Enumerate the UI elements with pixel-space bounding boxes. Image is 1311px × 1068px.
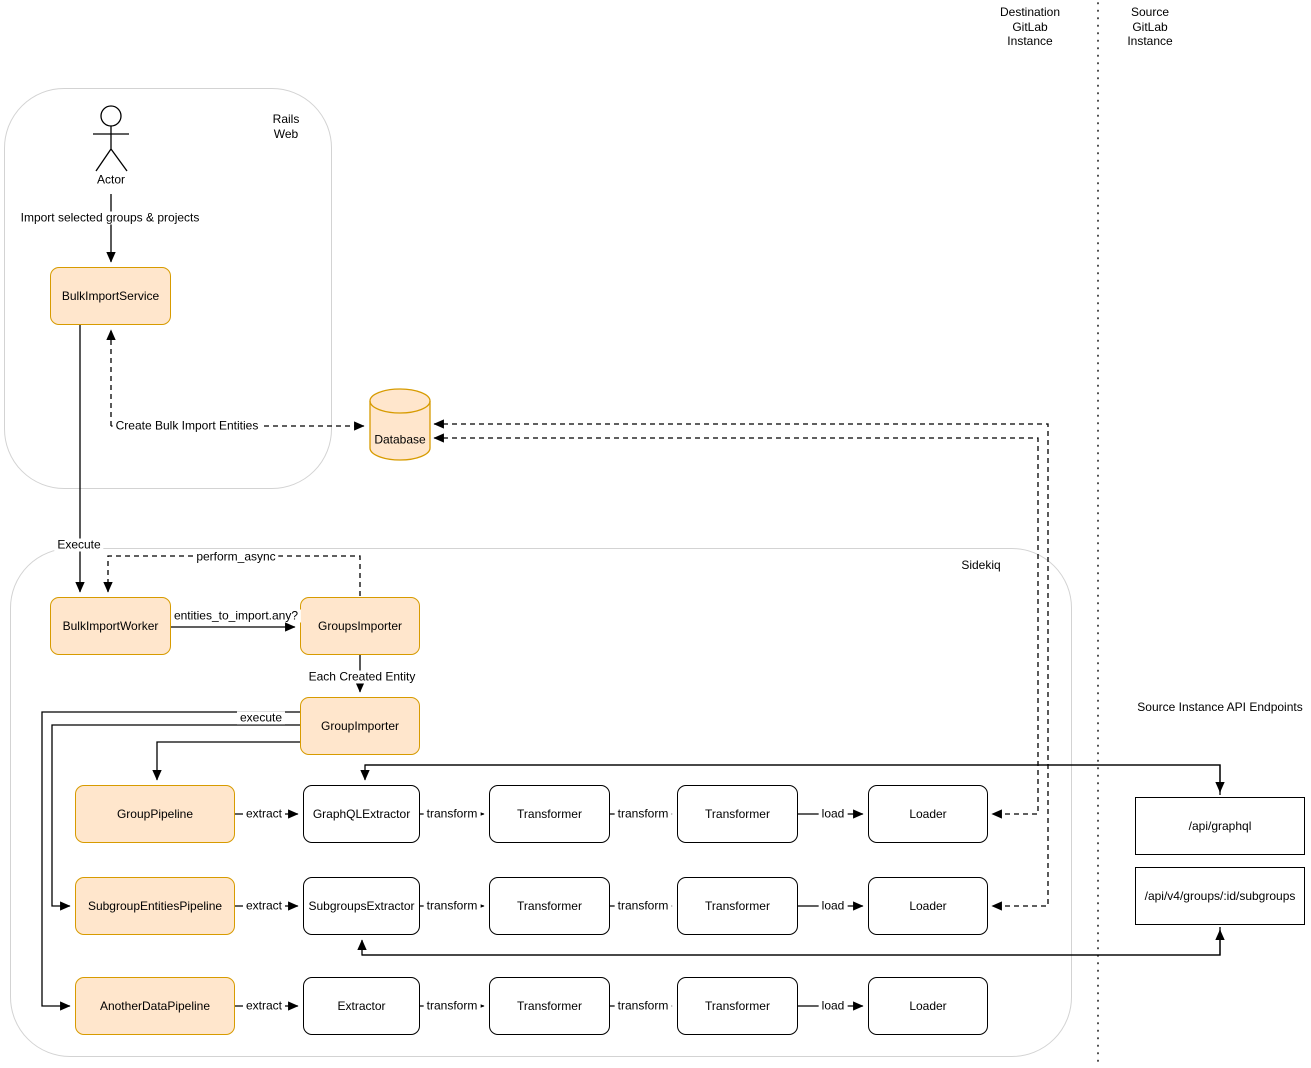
actor-label: Actor	[96, 172, 126, 187]
edge-execute2-label: execute	[236, 711, 286, 725]
edge-transform1-row1-label: transform	[423, 807, 481, 821]
transformer2-row2-node: Transformer	[677, 877, 798, 935]
group-importer-node: GroupImporter	[300, 697, 420, 755]
edge-perform-async-label: perform_async	[193, 550, 279, 564]
transformer1-row3-node: Transformer	[489, 977, 610, 1035]
edge-transform2-row1-label: transform	[614, 807, 672, 821]
transformer1-row1-node: Transformer	[489, 785, 610, 843]
loader-row1-node: Loader	[868, 785, 988, 843]
edge-extract-row1-label: extract	[242, 807, 286, 821]
bulk-import-service-node: BulkImportService	[50, 267, 171, 325]
edge-load-row1-label: load	[818, 807, 848, 821]
edge-transform2-row2-label: transform	[614, 899, 672, 913]
subgroups-extractor-node: SubgroupsExtractor	[303, 877, 420, 935]
group-pipeline-node: GroupPipeline	[75, 785, 235, 843]
lane-destination-label: Destination GitLab Instance	[999, 5, 1061, 48]
graphql-extractor-node: GraphQLExtractor	[303, 785, 420, 843]
edge-load-row2-label: load	[818, 899, 848, 913]
database-label: Database	[374, 432, 426, 447]
edge-create-entities-label: Create Bulk Import Entities	[112, 419, 262, 433]
edge-transform1-row2-label: transform	[423, 899, 481, 913]
lane-source-label: Source GitLab Instance	[1127, 5, 1173, 48]
api-endpoint-graphql: /api/graphql	[1135, 797, 1305, 855]
transformer2-row1-node: Transformer	[677, 785, 798, 843]
edge-transform1-row3-label: transform	[423, 999, 481, 1013]
groups-importer-node: GroupsImporter	[300, 597, 420, 655]
api-endpoint-subgroups: /api/v4/groups/:id/subgroups	[1135, 867, 1305, 925]
api-heading: Source Instance API Endpoints	[1137, 700, 1303, 714]
edge-entities-any-label: entities_to_import.any?	[170, 609, 302, 623]
loader-row2-node: Loader	[868, 877, 988, 935]
database-cylinder	[369, 388, 431, 461]
transformer2-row3-node: Transformer	[677, 977, 798, 1035]
subgroup-entities-pipeline-node: SubgroupEntitiesPipeline	[75, 877, 235, 935]
edge-execute-label: Execute	[54, 538, 104, 552]
edge-import-label: Import selected groups & projects	[17, 211, 203, 225]
edge-transform2-row3-label: transform	[614, 999, 672, 1013]
edge-extract-row2-label: extract	[242, 899, 286, 913]
loader-row3-node: Loader	[868, 977, 988, 1035]
sidekiq-label: Sidekiq	[961, 558, 1001, 572]
another-data-pipeline-node: AnotherDataPipeline	[75, 977, 235, 1035]
edge-extract-row3-label: extract	[242, 999, 286, 1013]
rails-web-label: Rails Web	[272, 112, 300, 141]
transformer1-row2-node: Transformer	[489, 877, 610, 935]
extractor-row3-node: Extractor	[303, 977, 420, 1035]
edge-load-row3-label: load	[818, 999, 848, 1013]
edge-each-entity-label: Each Created Entity	[305, 670, 419, 684]
bulk-import-worker-node: BulkImportWorker	[50, 597, 171, 655]
rails-web-container	[4, 88, 332, 489]
